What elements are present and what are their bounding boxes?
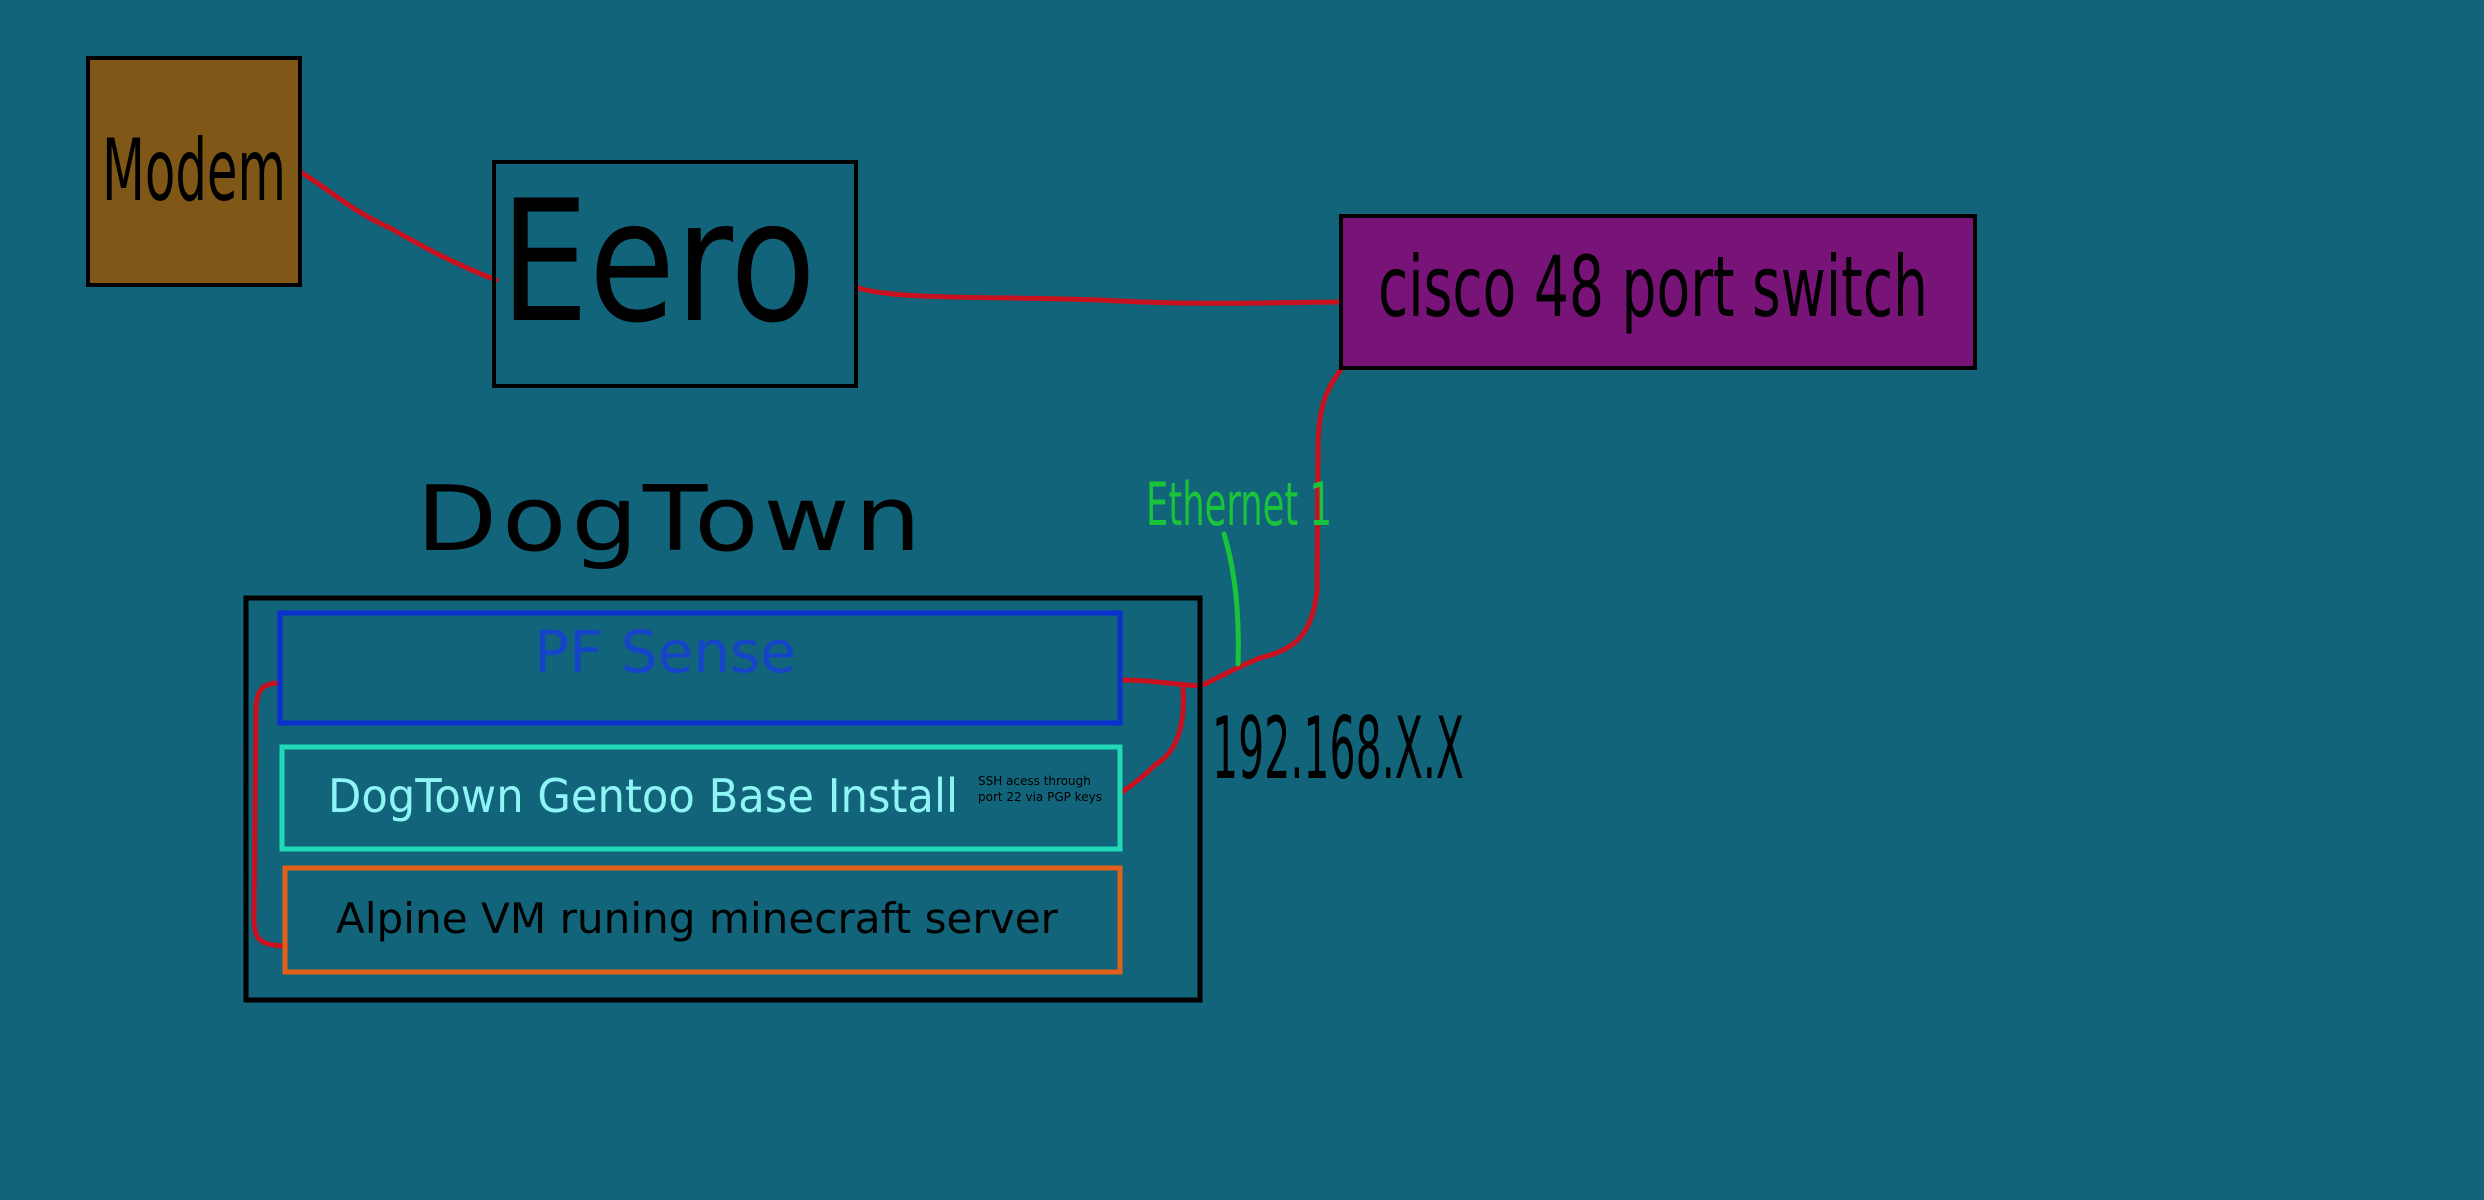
eero-box: [492, 160, 858, 388]
link-pfsense-gentoo: [1119, 685, 1186, 795]
gentoo-label: DogTown Gentoo Base Install: [328, 769, 958, 823]
dogtown-node: DogTown PF Sense DogTown Gentoo Base Ins…: [243, 467, 1203, 1003]
link-eero-switch: [855, 285, 1345, 306]
alpine-box: [282, 865, 1123, 975]
eero-label: Eero: [500, 164, 816, 360]
modem-label: Modem: [102, 121, 286, 221]
modem-box: [86, 56, 302, 287]
switch-box: [1339, 214, 1977, 370]
ip-label: 192.168.X.X: [1212, 699, 1464, 799]
ethernet-label: Ethernet 1: [1146, 470, 1332, 540]
links: [251, 170, 1345, 949]
gentoo-box: [279, 744, 1123, 852]
eero-node: Eero: [492, 160, 858, 388]
switch-node: cisco 48 port switch: [1339, 214, 1977, 370]
dogtown-title: DogTown: [416, 467, 926, 572]
switch-label: cisco 48 port switch: [1378, 238, 1928, 336]
pfsense-label: PF Sense: [534, 618, 796, 686]
ssh-note-line1: SSH acess through: [978, 774, 1091, 788]
link-modem-eero: [299, 170, 499, 283]
ethernet-pointer-line: [1221, 531, 1241, 667]
dogtown-box: [243, 595, 1203, 1003]
link-pfsense-out: [1121, 677, 1203, 689]
link-pfsense-alpine: [251, 680, 289, 949]
modem-node: Modem: [86, 56, 302, 287]
ssh-note-line2: port 22 via PGP keys: [978, 790, 1102, 804]
pfsense-box: [277, 610, 1123, 726]
link-switch-dogtown: [1197, 365, 1345, 689]
alpine-label: Alpine VM runing minecraft server: [336, 894, 1059, 943]
